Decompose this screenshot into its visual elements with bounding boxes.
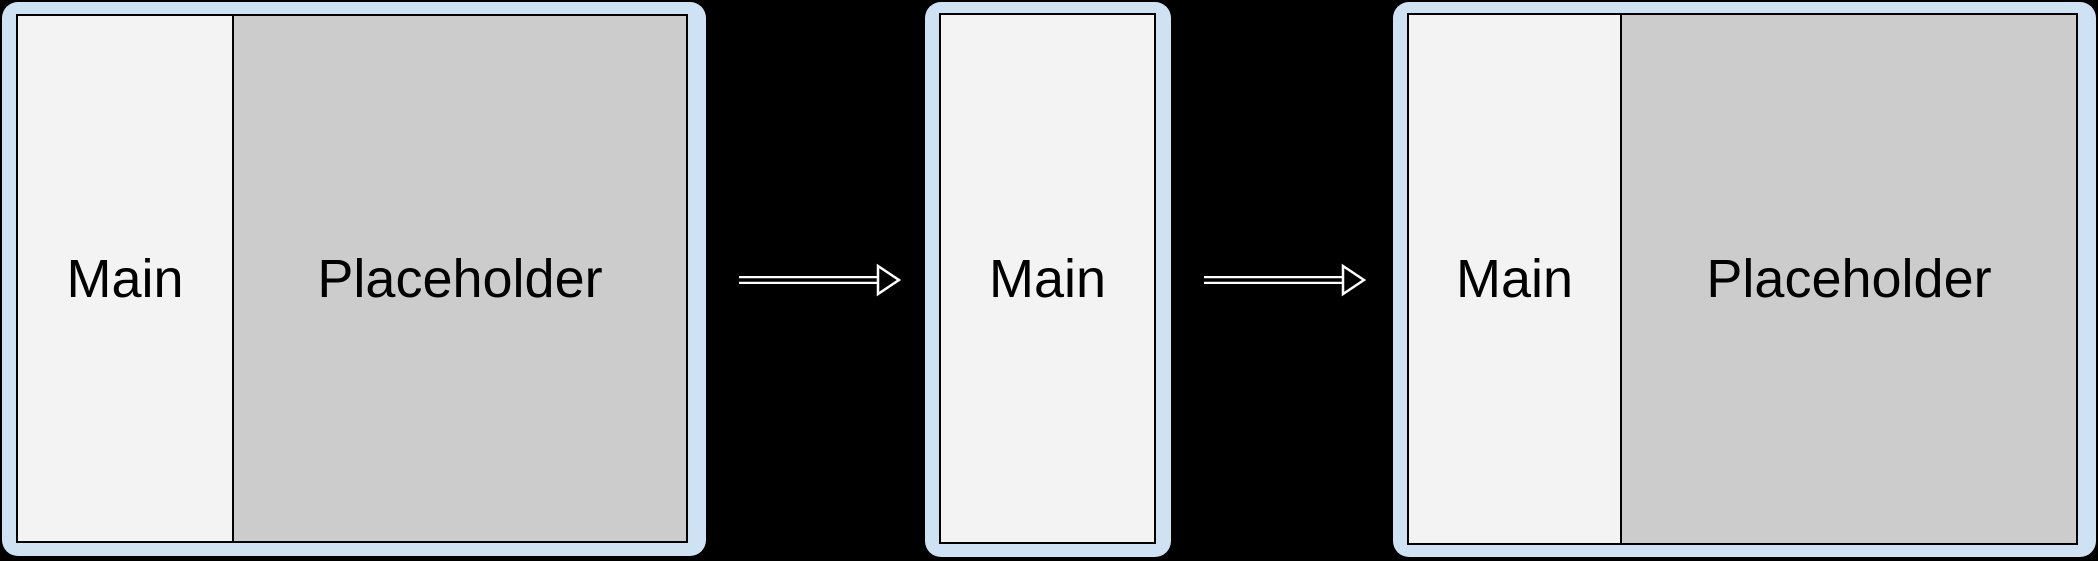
panel-two-pane-end: Main Placeholder — [1393, 2, 2096, 557]
pane-placeholder: Placeholder — [1620, 15, 2076, 543]
panel-two-pane-end-content: Main Placeholder — [1407, 13, 2078, 545]
pane-main: Main — [18, 16, 232, 541]
pane-main-label: Main — [1455, 249, 1574, 309]
pane-placeholder: Placeholder — [232, 16, 686, 541]
right-arrow-icon — [1204, 263, 1366, 297]
pane-main: Main — [1409, 15, 1620, 543]
pane-placeholder-label: Placeholder — [1706, 249, 1992, 309]
panel-single-pane: Main — [925, 2, 1171, 557]
panel-two-pane-start-content: Main Placeholder — [16, 14, 688, 543]
pane-main: Main — [941, 15, 1154, 542]
pane-placeholder-label: Placeholder — [317, 248, 603, 309]
pane-main-label: Main — [988, 248, 1107, 309]
pane-main-label: Main — [66, 248, 184, 309]
panel-single-pane-content: Main — [939, 13, 1156, 544]
panel-two-pane-start: Main Placeholder — [2, 2, 706, 556]
right-arrow-icon — [739, 263, 901, 297]
